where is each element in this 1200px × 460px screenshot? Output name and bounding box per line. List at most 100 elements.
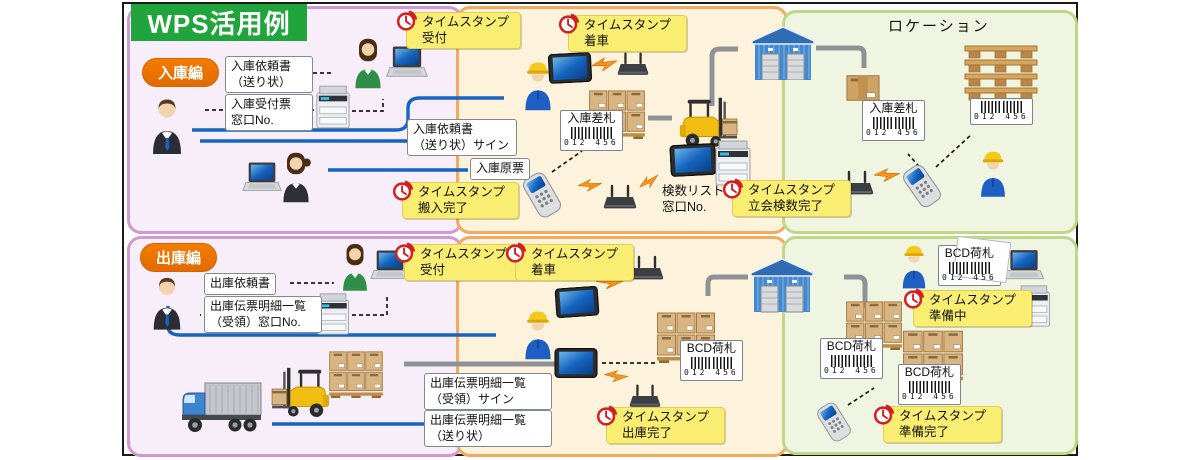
receptionist-icon bbox=[338, 241, 372, 293]
timestamp-clock-icon bbox=[722, 177, 745, 200]
timestamp-outbound-prep-done: タイムスタンプ 準備完了 bbox=[883, 406, 1002, 444]
barcode-icon bbox=[948, 261, 990, 274]
timestamp-clock-icon bbox=[396, 9, 419, 32]
bcd-tag-label: BCD荷札 012 456 bbox=[820, 338, 883, 379]
arrow-scan-inbound-tag bbox=[551, 150, 583, 173]
timestamp-outbound-reception: タイムスタンプ 受付 bbox=[404, 244, 519, 282]
barcode-icon bbox=[980, 101, 1022, 113]
arrow-scan-staging-bcd bbox=[847, 387, 875, 406]
timestamp-title: タイムスタンプ bbox=[420, 247, 507, 261]
timestamp-outbound-arrive: タイムスタンプ 着車 bbox=[515, 244, 634, 282]
arrow-inbound-request-to-dock bbox=[192, 96, 504, 132]
timestamp-title: タイムスタンプ bbox=[622, 410, 709, 424]
tablet-icon bbox=[669, 143, 717, 177]
timestamp-clock-icon bbox=[596, 404, 619, 427]
arrow-staging-to-warehouse bbox=[844, 274, 868, 308]
timestamp-title: タイムスタンプ bbox=[422, 15, 509, 29]
timestamp-status: 受付 bbox=[422, 30, 448, 45]
page-title: WPS活用例 bbox=[131, 4, 307, 41]
doc-outbound-request: 出庫依頼書 bbox=[204, 273, 277, 295]
receptionist-icon bbox=[350, 36, 386, 90]
wifi-router-icon bbox=[616, 51, 650, 79]
printer-icon bbox=[315, 84, 351, 130]
arrow-scan-rack-barcode bbox=[935, 133, 973, 168]
doc-inbound-request: 入庫依頼書 （送り状） bbox=[225, 56, 313, 94]
doc-outbound-slip-receipt-no: 出庫伝票明細一覧 （受領）窓口No. bbox=[204, 296, 322, 334]
laptop-icon bbox=[242, 162, 282, 194]
barcode-digits: 012 456 bbox=[564, 137, 619, 147]
office-woman-icon bbox=[278, 150, 314, 204]
timestamp-outbound-preparing: タイムスタンプ 準備中 bbox=[913, 290, 1032, 328]
timestamp-status: 着車 bbox=[531, 262, 557, 277]
timestamp-title: タイムスタンプ bbox=[899, 409, 986, 423]
doc-outbound-slip-invoice: 出庫伝票明細一覧 （送り状） bbox=[424, 410, 552, 448]
timestamp-inbound-witness-count-done: タイムスタンプ 立会検数完了 bbox=[732, 180, 851, 218]
driver-icon bbox=[147, 98, 187, 154]
warehouse-icon bbox=[750, 24, 816, 80]
timestamp-clock-icon bbox=[394, 241, 417, 264]
warehouse-icon bbox=[749, 255, 815, 313]
location-worker-icon bbox=[898, 241, 930, 291]
doc-outbound-slip-receipt-sign: 出庫伝票明細一覧 （受領）サイン bbox=[424, 373, 552, 411]
barcode-digits: 012 456 bbox=[684, 367, 739, 377]
arrow-printer-to-reception-top bbox=[352, 99, 384, 112]
inbound-section-label: 入庫編 bbox=[142, 58, 220, 87]
doc-inbound-request-sign: 入庫依頼書 （送り状）サイン bbox=[407, 119, 517, 157]
doc-count-list-no: 検数リスト 窓口No. bbox=[662, 184, 725, 214]
wireless-bolt-icon bbox=[591, 55, 619, 76]
timestamp-clock-icon bbox=[505, 241, 528, 264]
arrow-forklift-to-warehouse bbox=[709, 46, 738, 106]
tag-title: 入庫差札 bbox=[869, 101, 918, 115]
timestamp-inbound-arrive: タイムスタンプ 着車 bbox=[568, 15, 687, 53]
doc-inbound-receipt-no: 入庫受付票 窓口No. bbox=[225, 94, 313, 132]
timestamp-status: 準備中 bbox=[929, 308, 967, 323]
barcode-icon bbox=[570, 126, 612, 139]
timestamp-status: 着車 bbox=[584, 33, 610, 48]
tag-title: BCD荷札 bbox=[944, 246, 995, 260]
timestamp-title: タイムスタンプ bbox=[929, 293, 1016, 307]
barcode-digits: 012 456 bbox=[902, 391, 957, 401]
timestamp-clock-icon bbox=[558, 12, 581, 35]
tag-title: BCD荷札 bbox=[686, 341, 737, 355]
driver-icon bbox=[148, 276, 186, 330]
truck-icon bbox=[180, 380, 264, 434]
timestamp-outbound-ship-done: タイムスタンプ 出庫完了 bbox=[606, 407, 725, 445]
forklift-icon bbox=[270, 364, 334, 418]
timestamp-status: 立会検数完了 bbox=[748, 198, 824, 213]
rack-barcode-label: 012 456 bbox=[970, 98, 1033, 125]
barcode-digits: 012 456 bbox=[866, 127, 921, 137]
inbound-tag-label: 入庫差札 012 456 bbox=[862, 100, 925, 141]
timestamp-status: 出庫完了 bbox=[622, 425, 673, 440]
barcode-digits: 012 456 bbox=[942, 272, 997, 282]
bcd-tag-label: BCD荷札 012 456 bbox=[898, 364, 961, 405]
tag-title: BCD荷札 bbox=[904, 365, 955, 379]
outbound-section-label: 出庫編 bbox=[140, 243, 218, 272]
doc-inbound-original: 入庫原票 bbox=[470, 158, 531, 180]
bcd-tag-label: BCD荷札 012 456 bbox=[680, 340, 743, 381]
pallet-boxes-icon bbox=[325, 350, 387, 398]
timestamp-status: 準備完了 bbox=[899, 424, 950, 439]
barcode-icon bbox=[690, 356, 732, 369]
tag-title: 入庫差札 bbox=[567, 111, 616, 125]
arrow-warehouse-to-location bbox=[816, 45, 867, 68]
laptop-icon bbox=[386, 46, 428, 80]
timestamp-title: タイムスタンプ bbox=[748, 183, 835, 197]
location-worker-icon bbox=[976, 146, 1010, 200]
timestamp-status: 搬入完了 bbox=[418, 200, 469, 215]
arrow-warehouse-to-staging bbox=[705, 274, 748, 296]
timestamp-clock-icon bbox=[873, 403, 896, 426]
timestamp-clock-icon bbox=[392, 179, 415, 202]
barcode-icon bbox=[830, 354, 872, 367]
wifi-router-icon bbox=[602, 183, 638, 213]
timestamp-inbound-reception: タイムスタンプ 受付 bbox=[406, 12, 521, 50]
pallet-rack-icon bbox=[963, 44, 1039, 102]
timestamp-inbound-carry-in-done: タイムスタンプ 搬入完了 bbox=[402, 182, 519, 220]
timestamp-status: 受付 bbox=[420, 262, 446, 277]
timestamp-title: タイムスタンプ bbox=[418, 185, 505, 199]
single-box-icon bbox=[846, 74, 880, 102]
tablet-icon bbox=[554, 286, 600, 319]
wifi-router-icon bbox=[629, 255, 665, 283]
timestamp-title: タイムスタンプ bbox=[531, 247, 618, 261]
barcode-icon bbox=[908, 380, 950, 393]
